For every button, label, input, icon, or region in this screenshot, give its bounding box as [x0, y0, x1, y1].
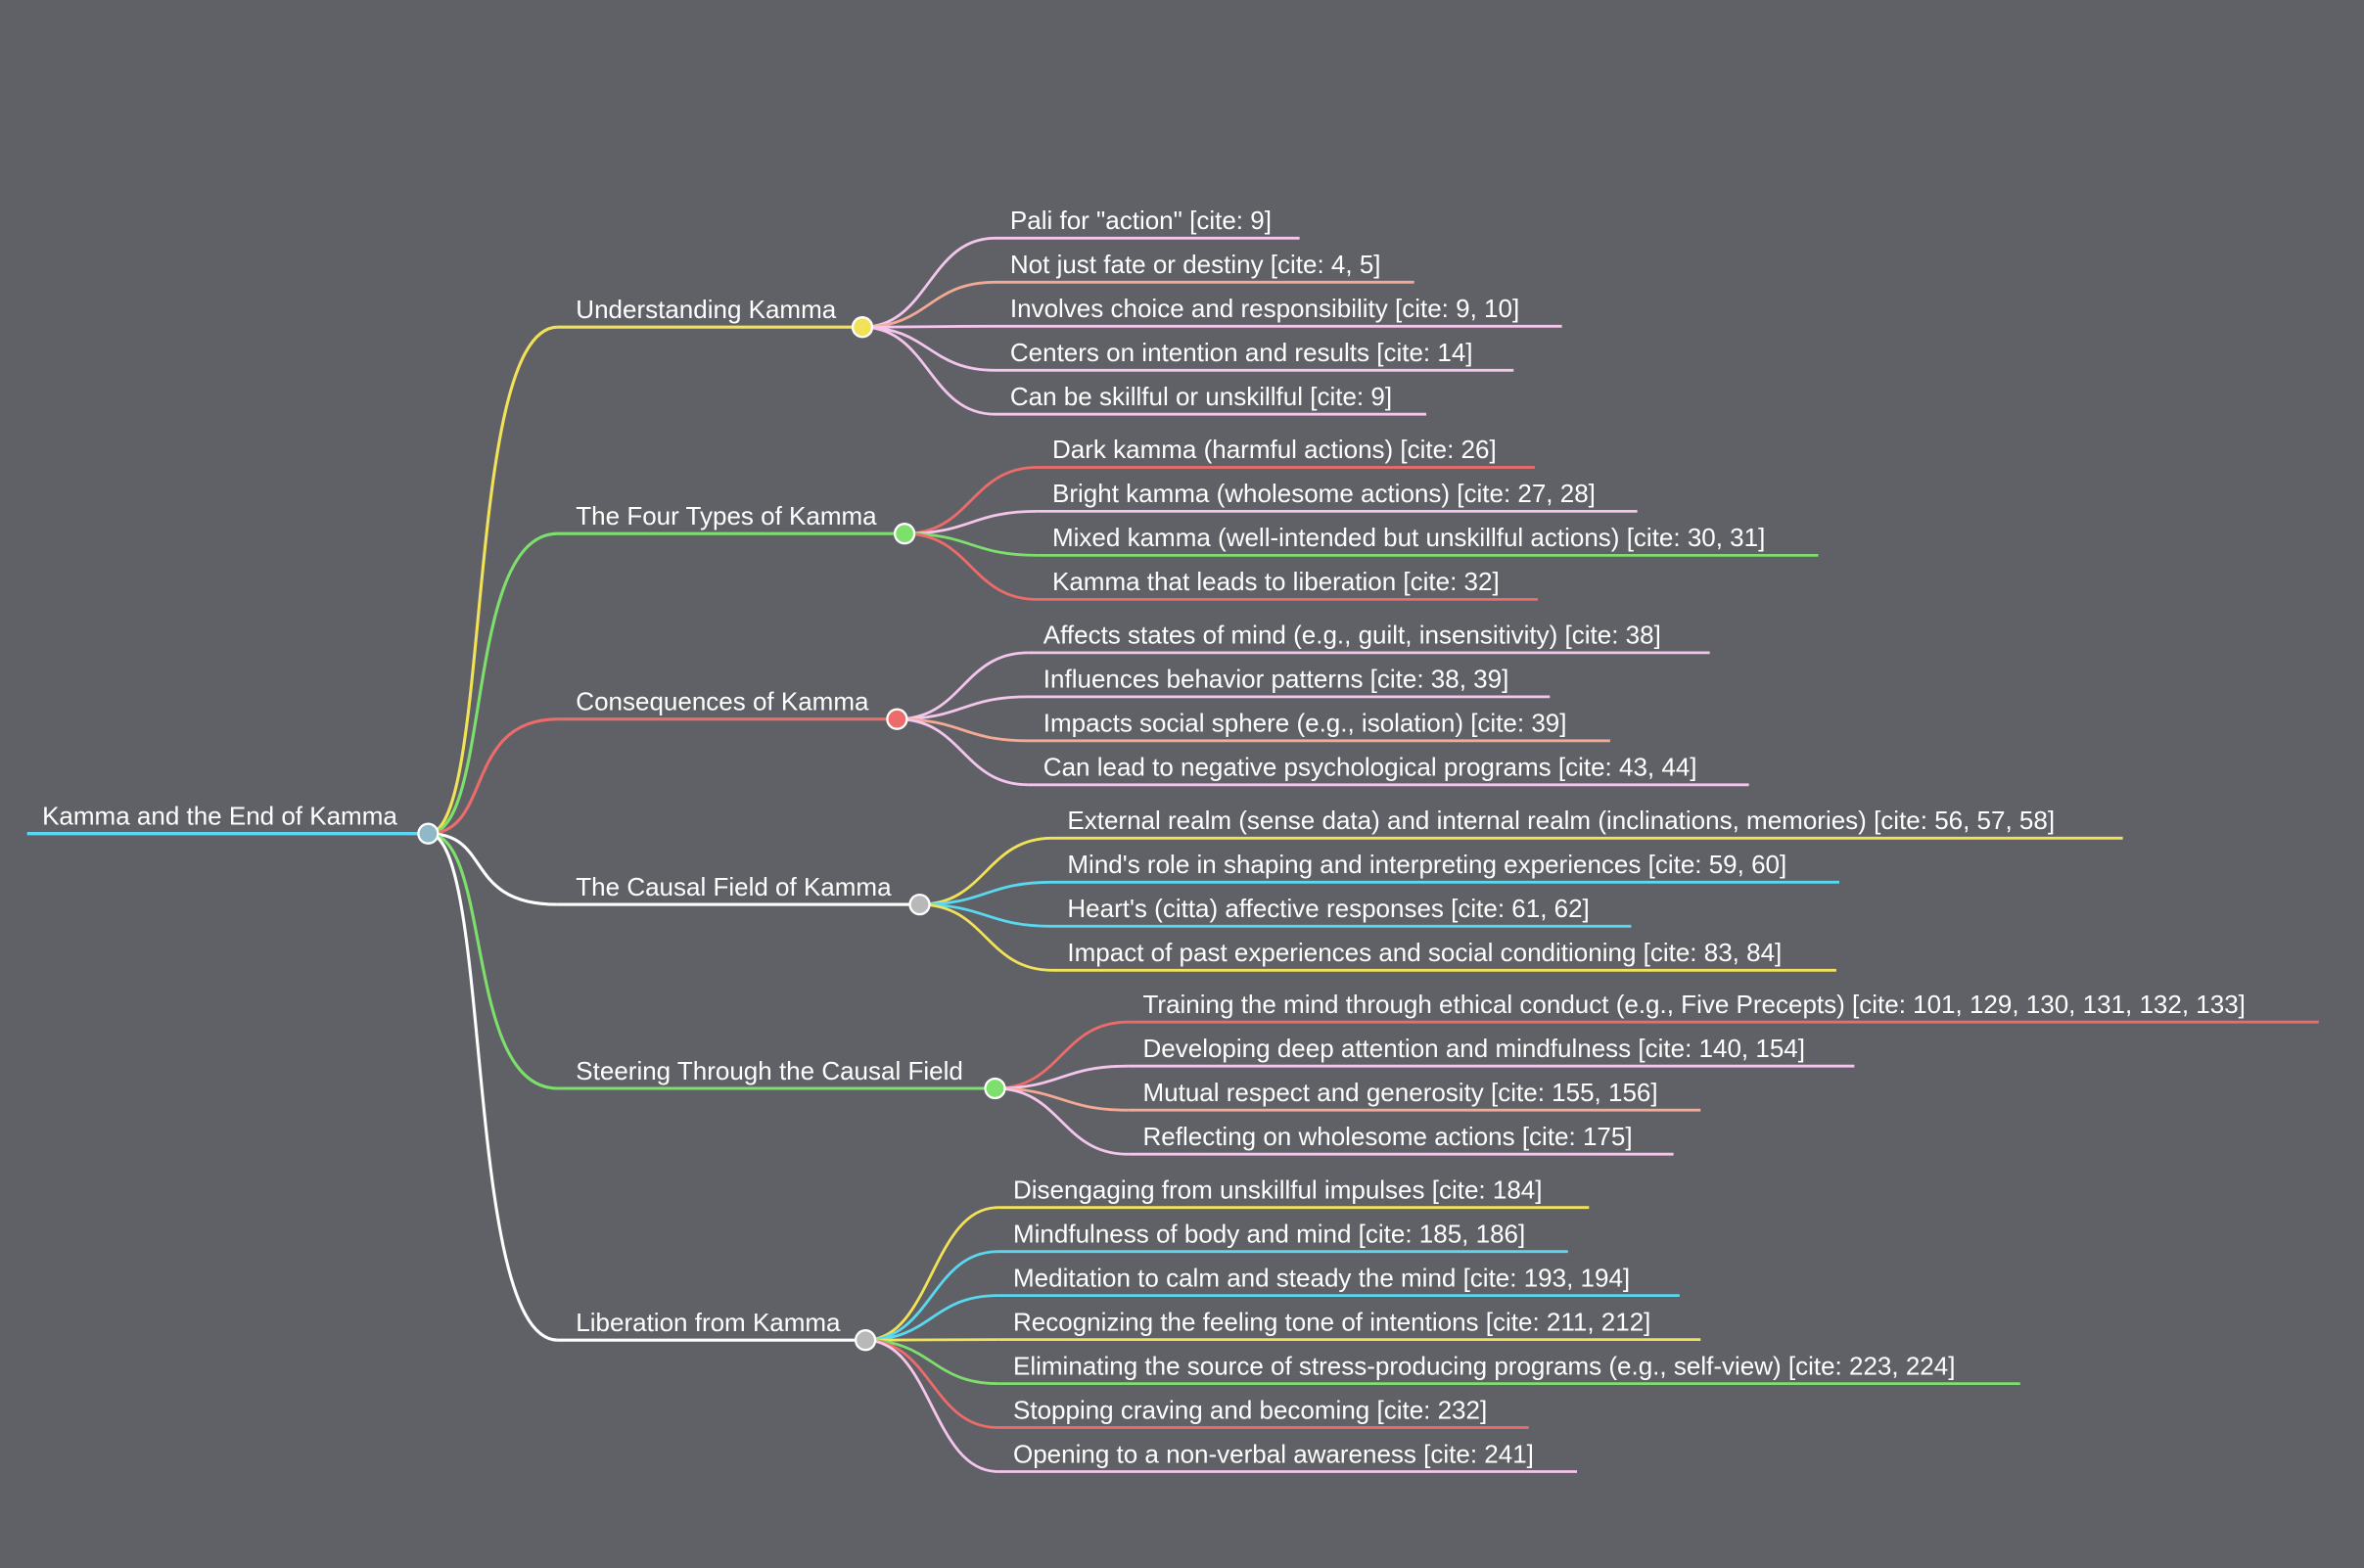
- leaf-connector: [865, 1338, 998, 1473]
- leaf-label[interactable]: External realm (sense data) and internal…: [1067, 806, 2055, 835]
- root-node-label[interactable]: Kamma and the End of Kamma: [42, 802, 397, 831]
- leaf-connector: [861, 280, 996, 329]
- leaf-connector: [865, 1294, 998, 1342]
- leaf-label[interactable]: Opening to a non-verbal awareness [cite:…: [1013, 1439, 1534, 1468]
- collapse-toggle-the-four-types-of-kamma[interactable]: [893, 523, 916, 545]
- leaf-label[interactable]: Influences behavior patterns [cite: 38, …: [1043, 665, 1509, 694]
- leaf-connector: [904, 466, 1038, 535]
- leaf-label[interactable]: Dark kamma (harmful actions) [cite: 26]: [1052, 435, 1497, 464]
- collapse-toggle-liberation-from-kamma[interactable]: [854, 1329, 877, 1352]
- leaf-label[interactable]: Affects states of mind (e.g., guilt, ins…: [1043, 621, 1661, 650]
- leaf-connector: [904, 531, 1038, 557]
- branch-connector-the-four-types-of-kamma: [428, 531, 558, 836]
- leaf-connector: [861, 324, 996, 329]
- branch-label-steering-through-the-causal-field[interactable]: Steering Through the Causal Field: [576, 1056, 963, 1085]
- leaf-label[interactable]: Meditation to calm and steady the mind […: [1013, 1263, 1630, 1292]
- branch-label-consequences-of-kamma[interactable]: Consequences of Kamma: [576, 686, 869, 715]
- leaf-connector: [919, 902, 1053, 972]
- leaf-label[interactable]: Centers on intention and results [cite: …: [1010, 338, 1473, 367]
- leaf-label[interactable]: Not just fate or destiny [cite: 4, 5]: [1010, 250, 1381, 279]
- leaf-label[interactable]: Can be skillful or unskillful [cite: 9]: [1010, 382, 1392, 411]
- leaf-connector: [897, 717, 1029, 787]
- leaf-label[interactable]: Stopping craving and becoming [cite: 232…: [1013, 1395, 1487, 1424]
- leaf-connector: [995, 1020, 1129, 1090]
- branch-connector-steering-through-the-causal-field: [428, 832, 558, 1090]
- leaf-label[interactable]: Disengaging from unskillful impulses [ci…: [1013, 1175, 1542, 1204]
- leaf-label[interactable]: Training the mind through ethical conduc…: [1143, 990, 2246, 1019]
- node-layer: Kamma and the End of Kamma Understanding …: [42, 206, 2246, 1468]
- collapse-toggle-the-causal-field-of-kamma[interactable]: [908, 893, 931, 916]
- collapse-toggle-root[interactable]: [417, 822, 440, 845]
- leaf-label[interactable]: Mixed kamma (well-intended but unskillfu…: [1052, 523, 1765, 552]
- leaf-connector: [919, 880, 1053, 906]
- leaf-connector: [897, 695, 1029, 721]
- leaf-label[interactable]: Bright kamma (wholesome actions) [cite: …: [1052, 479, 1596, 508]
- leaf-label[interactable]: Mutual respect and generosity [cite: 155…: [1143, 1078, 1658, 1107]
- leaf-label[interactable]: Mindfulness of body and mind [cite: 185,…: [1013, 1219, 1525, 1248]
- leaf-label[interactable]: Kamma that leads to liberation [cite: 32…: [1052, 567, 1500, 596]
- leaf-connector: [861, 325, 996, 372]
- leaf-connector: [995, 1064, 1129, 1090]
- leaf-connector: [865, 1338, 998, 1342]
- leaf-label[interactable]: Mind's role in shaping and interpreting …: [1067, 850, 1786, 879]
- branch-label-the-four-types-of-kamma[interactable]: The Four Types of Kamma: [576, 501, 877, 530]
- leaf-label[interactable]: Can lead to negative psychological progr…: [1043, 753, 1697, 782]
- link-layer: [26, 236, 2319, 1473]
- leaf-label[interactable]: Involves choice and responsibility [cite…: [1010, 294, 1519, 323]
- leaf-connector: [865, 1250, 998, 1342]
- branch-connector-consequences-of-kamma: [428, 717, 558, 836]
- leaf-connector: [861, 236, 996, 329]
- leaf-connector: [897, 717, 1029, 743]
- leaf-connector: [904, 510, 1038, 535]
- leaf-label[interactable]: Impacts social sphere (e.g., isolation) …: [1043, 709, 1567, 738]
- branch-connector-the-causal-field-of-kamma: [428, 832, 558, 906]
- leaf-connector: [995, 1086, 1129, 1112]
- leaf-connector: [861, 325, 996, 416]
- leaf-label[interactable]: Heart's (citta) affective responses [cit…: [1067, 894, 1589, 923]
- branch-label-liberation-from-kamma[interactable]: Liberation from Kamma: [576, 1308, 841, 1337]
- leaf-label[interactable]: Reflecting on wholesome actions [cite: 1…: [1143, 1122, 1633, 1151]
- leaf-connector: [995, 1086, 1129, 1156]
- branch-connector-liberation-from-kamma: [428, 832, 558, 1342]
- leaf-connector: [919, 836, 1053, 906]
- leaf-connector: [865, 1338, 998, 1385]
- leaf-label[interactable]: Impact of past experiences and social co…: [1067, 938, 1782, 967]
- leaf-label[interactable]: Pali for "action" [cite: 9]: [1010, 206, 1272, 235]
- collapse-toggle-steering-through-the-causal-field[interactable]: [984, 1077, 1006, 1100]
- leaf-connector: [865, 1206, 998, 1342]
- leaf-label[interactable]: Eliminating the source of stress-produci…: [1013, 1351, 1955, 1380]
- leaf-connector: [919, 902, 1053, 928]
- leaf-label[interactable]: Recognizing the feeling tone of intentio…: [1013, 1307, 1650, 1336]
- leaf-connector: [897, 651, 1029, 721]
- leaf-connector: [865, 1338, 998, 1429]
- branch-connector-understanding-kamma: [428, 325, 558, 836]
- collapse-toggle-understanding-kamma[interactable]: [851, 316, 874, 339]
- leaf-label[interactable]: Developing deep attention and mindfulnes…: [1143, 1034, 1805, 1063]
- leaf-connector: [904, 531, 1038, 601]
- branch-label-understanding-kamma[interactable]: Understanding Kamma: [576, 295, 836, 324]
- collapse-toggle-consequences-of-kamma[interactable]: [886, 708, 908, 730]
- branch-label-the-causal-field-of-kamma[interactable]: The Causal Field of Kamma: [576, 872, 892, 901]
